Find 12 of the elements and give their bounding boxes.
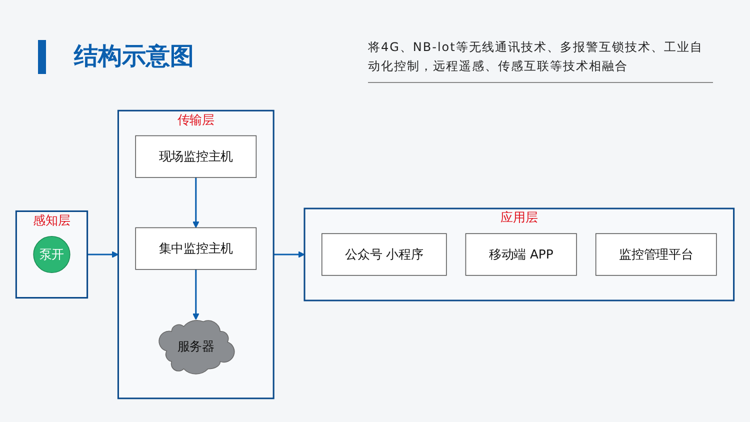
title: 结构示意图 [74,41,194,72]
node-box: 公众号 小程序 [322,233,447,276]
node-circle: 泵开 [33,236,70,274]
node-box: 集中监控主机 [135,227,257,270]
description-text: 将4G、NB-lot等无线通讯技术、多报警互锁技术、工业自动化控制，远程遥感、传感互联等技术相融合 [368,39,704,75]
arrow [87,251,119,258]
arrow [274,251,305,258]
node-box: 监控管理平台 [595,233,717,276]
node-box: 移动端 APP [465,233,577,276]
arrow [192,269,200,320]
arrow [192,177,200,228]
node-box: 现场监控主机 [135,135,257,178]
